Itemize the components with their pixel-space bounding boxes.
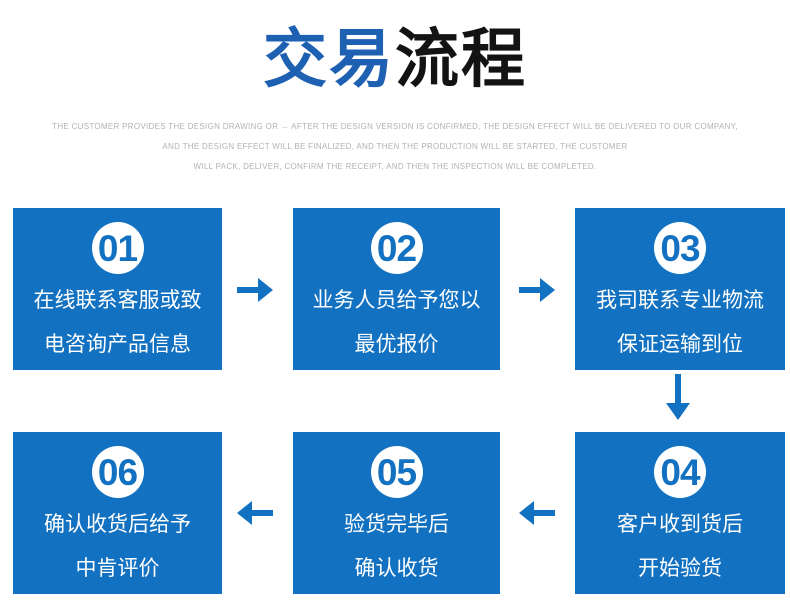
step-box-06: 06 确认收货后给予 中肯评价 [13,432,222,594]
arrow-right-icon-step1-to-step2 [237,277,273,303]
step-04-text-line-2: 开始验货 [638,557,722,580]
step-06-text-line-1: 确认收货后给予 [44,513,191,536]
arrow-down-icon-step3-to-step4 [665,374,691,420]
subtitle-line-3: WILL PACK, DELIVER, CONFIRM THE RECEIPT,… [193,162,597,171]
step-02-text-line-1: 业务人员给予您以 [312,289,481,312]
step-05-text-line-1: 验货完毕后 [344,513,449,536]
page-title-black-part: 流程 [395,23,527,97]
subtitle-paragraph: THE CUSTOMER PROVIDES THE DESIGN DRAWING… [0,117,790,177]
step-05-number-badge: 05 [370,446,423,498]
step-01-number: 01 [97,227,138,269]
step-box-05: 05 验货完毕后 确认收货 [293,432,500,594]
step-05-number: 05 [376,451,417,493]
step-04-number-badge: 04 [654,446,706,498]
step-03-text-line-2: 保证运输到位 [617,333,743,356]
arrow-right-icon-step2-to-step3 [519,277,555,303]
arrow-left-icon-step5-to-step6 [237,500,273,526]
step-02-text-line-2: 最优报价 [354,333,439,356]
step-03-number: 03 [660,227,700,269]
step-05-text-line-2: 确认收货 [354,557,439,580]
step-06-text-line-2: 中肯评价 [75,557,160,580]
step-03-number-badge: 03 [654,222,706,274]
subtitle-line-2: AND THE DESIGN EFFECT WILL BE FINALIZED,… [162,142,628,151]
step-03-text-line-1: 我司联系专业物流 [596,289,764,312]
step-04-number: 04 [660,451,700,493]
step-02-number: 02 [376,227,417,269]
subtitle-line-1: THE CUSTOMER PROVIDES THE DESIGN DRAWING… [52,122,738,131]
step-01-text-line-1: 在线联系客服或致 [33,289,202,312]
step-box-01: 01 在线联系客服或致 电咨询产品信息 [13,208,222,370]
step-01-number-badge: 01 [91,222,144,274]
step-01-text-line-2: 电咨询产品信息 [44,333,191,356]
step-04-text-line-1: 客户收到货后 [617,513,743,536]
step-box-02: 02 业务人员给予您以 最优报价 [293,208,500,370]
step-06-number-badge: 06 [91,446,144,498]
step-box-03: 03 我司联系专业物流 保证运输到位 [575,208,785,370]
arrow-left-icon-step4-to-step5 [519,500,555,526]
page-title: 交易流程 [0,18,790,102]
step-02-number-badge: 02 [370,222,423,274]
page-title-blue-part: 交易 [263,23,395,97]
step-box-04: 04 客户收到货后 开始验货 [575,432,785,594]
step-06-number: 06 [97,451,138,493]
